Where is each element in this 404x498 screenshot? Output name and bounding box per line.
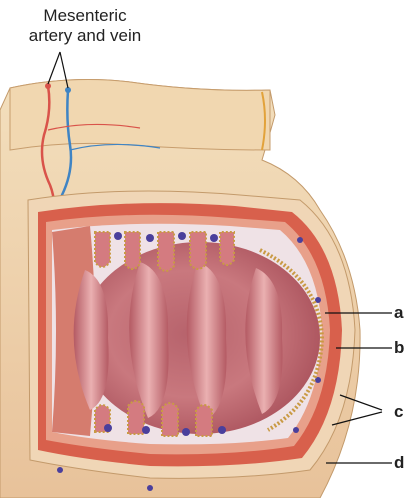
artery-leader-line <box>48 52 60 84</box>
label-b: b <box>394 338 404 358</box>
label-d: d <box>394 453 404 473</box>
label-c: c <box>394 402 403 422</box>
label-a: a <box>394 303 403 323</box>
